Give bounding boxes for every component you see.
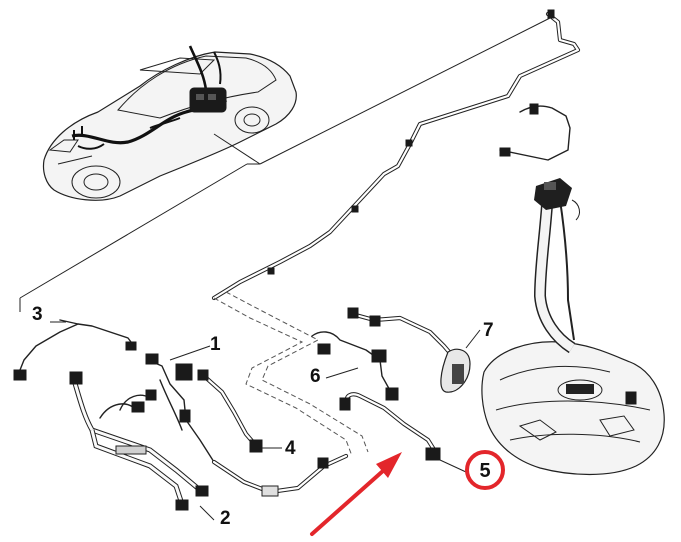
fuel-tank — [481, 178, 665, 476]
callout-5-highlight: 5 — [465, 450, 505, 490]
projection-lines — [19, 17, 551, 312]
callout-2: 2 — [220, 508, 231, 529]
main-fuel-line — [211, 9, 581, 301]
part-4-pipe — [197, 369, 263, 453]
car-illustration — [42, 45, 297, 201]
callout-leaders — [50, 321, 481, 521]
part-7-sensor-line — [347, 307, 471, 393]
part-3-sensor-cable — [13, 319, 137, 381]
callout-7: 7 — [483, 320, 494, 341]
callout-3: 3 — [32, 304, 43, 325]
underbody-route-outline — [213, 291, 369, 457]
callout-5: 5 — [479, 460, 490, 482]
part-5-fuel-pipe — [339, 392, 441, 461]
lower-supply-line — [211, 453, 349, 497]
callout-1: 1 — [210, 334, 221, 355]
callout-6: 6 — [310, 366, 321, 387]
part-6-hose — [311, 331, 399, 401]
red-pointer-arrow — [310, 452, 402, 536]
callout-4: 4 — [285, 438, 296, 459]
highlight-circle — [465, 450, 505, 490]
part-2-wiring-harness — [69, 353, 215, 511]
